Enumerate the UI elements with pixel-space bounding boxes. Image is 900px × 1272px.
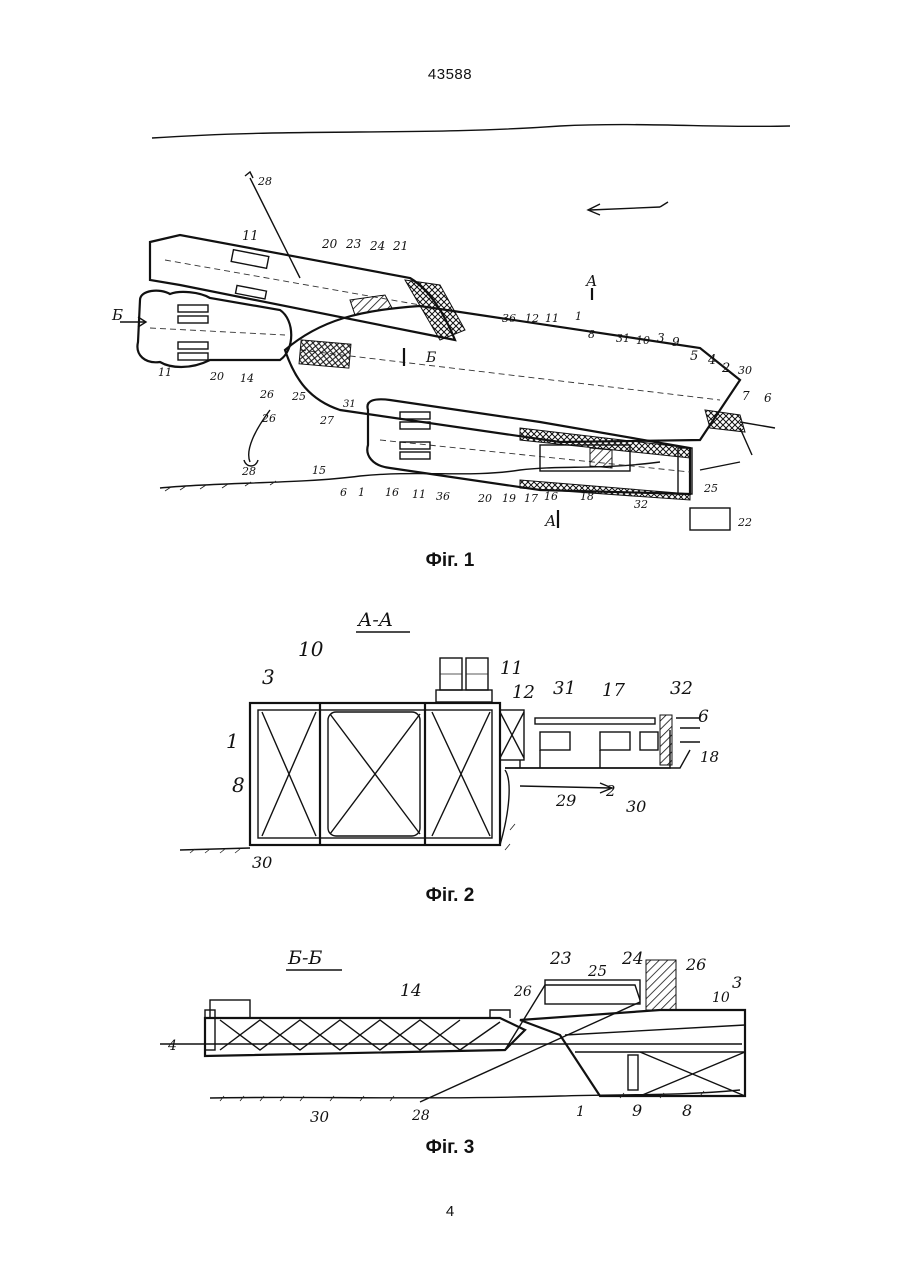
figure-3-svg: Б-Б 23: [0, 940, 900, 1130]
fig2-label: 2: [605, 782, 616, 800]
fig3-label: 8: [682, 1101, 692, 1120]
section-title-b-b: Б-Б: [287, 947, 322, 969]
fig1-label: 11: [242, 229, 259, 244]
figure-3-caption: Фіг. 3: [0, 1137, 900, 1159]
fig1-label: 28: [257, 175, 272, 188]
fig1-section-label: Б: [111, 306, 123, 324]
fig3-label: 3: [732, 973, 742, 992]
fig2-label: 30: [626, 797, 646, 816]
fig1-label: 20: [477, 492, 492, 505]
fig1-label: 22: [737, 516, 752, 529]
fig1-section-label: А: [585, 272, 597, 290]
fig1-label: 21: [392, 239, 408, 253]
fig1-label: 16: [544, 490, 558, 503]
fig3-label: 25: [587, 962, 607, 980]
fig3-label: 4: [167, 1038, 177, 1054]
fig1-label: 23: [345, 237, 362, 251]
fig2-label: 30: [252, 853, 272, 872]
fig1-label: 5: [690, 349, 698, 364]
fig1-label: 26: [261, 412, 276, 425]
fig1-section-label: А: [544, 512, 556, 530]
fig1-label: 36: [436, 490, 450, 503]
fig2-label: 18: [700, 748, 719, 766]
fig1-label: 11: [412, 488, 426, 501]
fig1-label: 2: [721, 361, 730, 376]
fig1-label: 1: [575, 310, 582, 323]
fig2-label: 8: [232, 773, 245, 797]
page-number: 4: [0, 1203, 900, 1220]
fig2-label: 29: [555, 791, 576, 810]
fig1-label: 20: [321, 237, 338, 251]
fig1-label: 6: [340, 486, 347, 499]
fig1-label: 24: [369, 239, 385, 253]
figure-1-drawing: 28 11 20 23 24 21 А 36 12 11 1 8 31 10 3…: [0, 110, 900, 540]
fig1-label: 27: [319, 414, 334, 427]
fig3-label: 1: [576, 1104, 585, 1120]
fig1-label: 30: [738, 364, 752, 377]
fig1-label: 28: [241, 465, 256, 478]
document-number: 43588: [0, 66, 900, 83]
fig3-label: 30: [310, 1108, 330, 1126]
figure-1-caption: Фіг. 1: [0, 550, 900, 572]
fig1-label: 16: [385, 486, 399, 499]
fig3-label: 26: [685, 955, 706, 974]
fig1-label: 11: [158, 366, 172, 379]
fig2-label: 17: [602, 680, 625, 701]
fig1-label: 20: [209, 370, 224, 383]
fig1-label: 15: [312, 464, 326, 477]
fig1-label: 14: [240, 372, 254, 385]
fig1-section-label: Б: [425, 350, 436, 366]
fig1-label: 12: [525, 312, 539, 325]
fig2-label: 11: [500, 658, 523, 679]
fig1-label: 19: [502, 492, 516, 505]
figure-2-svg: А-А: [0, 600, 900, 880]
fig1-label: 17: [524, 492, 538, 505]
fig3-label: 24: [621, 949, 644, 969]
fig2-label: 3: [262, 665, 275, 689]
fig1-label: 4: [707, 353, 716, 368]
fig2-label: 10: [298, 637, 324, 661]
fig3-label: 26: [513, 984, 532, 1000]
fig1-label: 10: [636, 334, 650, 347]
fig1-label: 7: [742, 389, 750, 403]
figure-3-drawing: Б-Б 23: [0, 940, 900, 1130]
fig3-label: 23: [549, 949, 572, 969]
fig3-label: 10: [712, 990, 730, 1006]
fig1-label: 25: [703, 482, 718, 495]
figure-1-svg: 28 11 20 23 24 21 А 36 12 11 1 8 31 10 3…: [0, 110, 900, 540]
fig2-label: 31: [553, 678, 576, 699]
fig2-label: 32: [670, 678, 693, 699]
figure-2-caption: Фіг. 2: [0, 885, 900, 907]
fig1-label: 18: [580, 490, 594, 503]
fig2-label: 12: [512, 682, 535, 703]
section-title-a-a: А-А: [356, 609, 393, 631]
fig1-label: 1: [358, 486, 365, 499]
fig1-label: 8: [588, 328, 595, 341]
fig2-label: 6: [698, 707, 709, 727]
grid-blocks-lower: [400, 412, 430, 459]
fig1-label: 32: [634, 498, 648, 511]
fig3-label: 9: [632, 1101, 642, 1120]
fig1-label: 9: [672, 335, 680, 349]
fig1-label: 26: [259, 388, 274, 401]
fig1-label: 6: [764, 391, 772, 405]
fig1-label: 31: [343, 399, 356, 410]
fig1-label: 36: [502, 312, 516, 325]
grid-blocks-left: [178, 305, 208, 360]
figure-2-drawing: А-А: [0, 600, 900, 880]
fig3-label: 14: [400, 981, 422, 1001]
fig2-label: 1: [226, 729, 239, 753]
fig1-label: 3: [657, 331, 665, 345]
fig3-label: 28: [411, 1108, 430, 1124]
fig1-label: 25: [291, 390, 306, 403]
fig1-label: 11: [545, 312, 559, 325]
fig1-label: 31: [616, 332, 630, 345]
